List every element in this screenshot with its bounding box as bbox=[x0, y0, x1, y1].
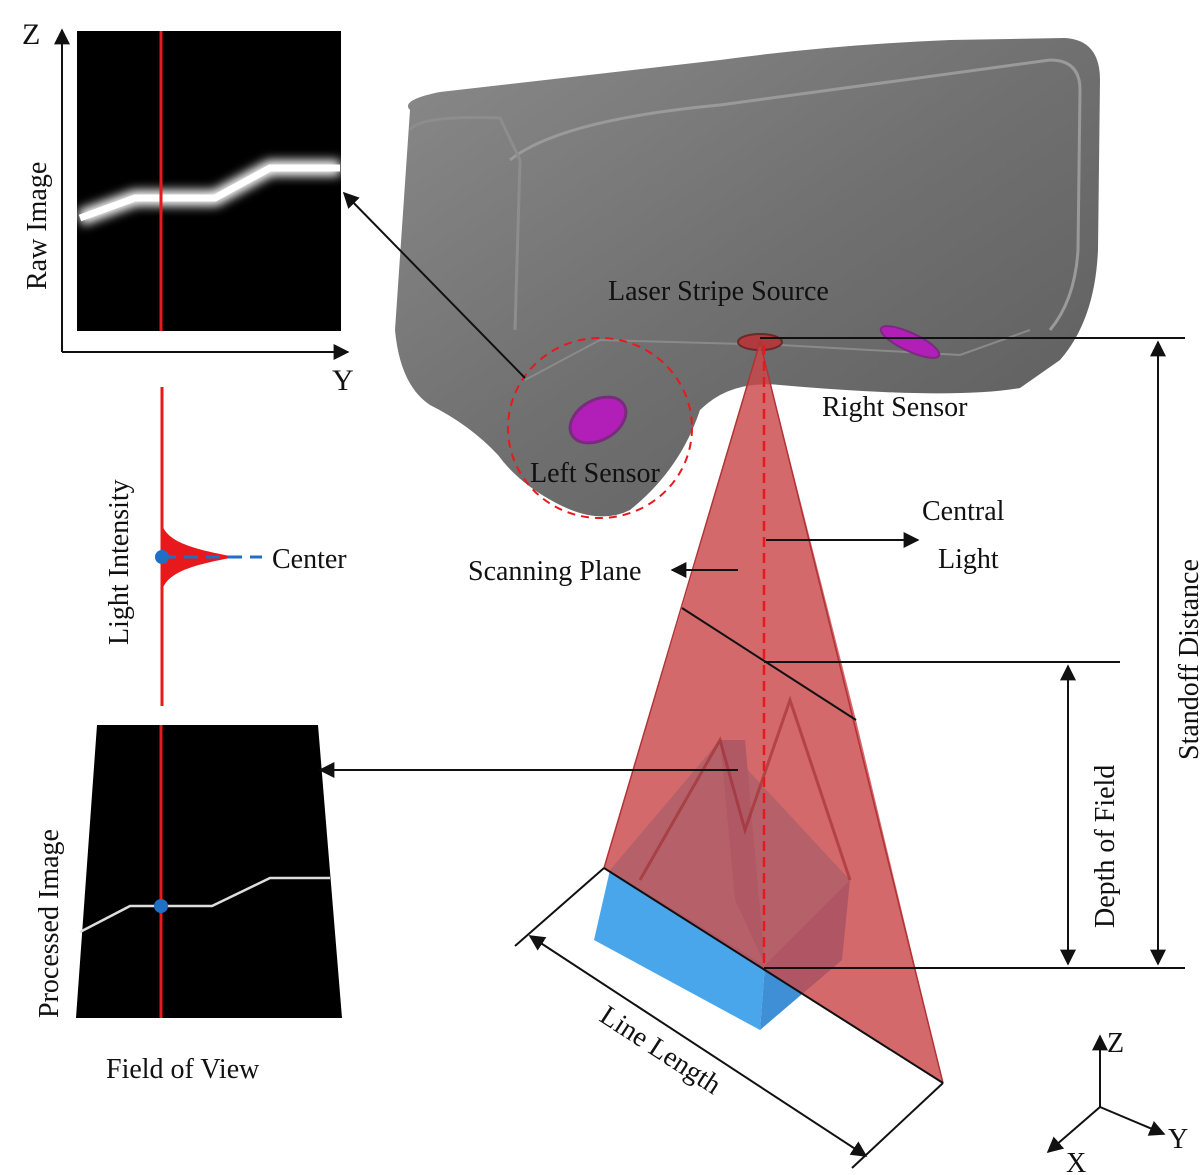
raw-image bbox=[77, 31, 341, 331]
scanning-plane-label: Scanning Plane bbox=[468, 556, 641, 587]
processed-image-label: Processed Image bbox=[34, 829, 65, 1018]
raw-z-axis-label: Z bbox=[22, 18, 40, 51]
laser-fan bbox=[604, 342, 943, 1083]
coord-x-label: X bbox=[1066, 1148, 1086, 1175]
scanner-body bbox=[395, 38, 1100, 519]
central-label: Central bbox=[922, 496, 1005, 527]
light-intensity-label: Light Intensity bbox=[104, 479, 135, 645]
left-sensor-highlight-circle bbox=[507, 337, 693, 519]
right-sensor-label: Right Sensor bbox=[822, 392, 968, 423]
center-label: Center bbox=[272, 544, 347, 575]
processed-center-dot bbox=[154, 899, 168, 913]
field-of-view-label: Field of View bbox=[106, 1054, 260, 1085]
raw-laser-stripe-core bbox=[78, 164, 340, 222]
right-sensor bbox=[879, 325, 941, 359]
light-intensity-plot: Center Light Intensity bbox=[104, 387, 347, 706]
laser-stripe-source-label: Laser Stripe Source bbox=[608, 276, 829, 307]
laser-fan-left-edge bbox=[603, 341, 761, 869]
coord-z-label: Z bbox=[1107, 1028, 1124, 1059]
left-sensor bbox=[568, 395, 628, 445]
depth-of-field-label: Depth of Field bbox=[1090, 765, 1121, 928]
center-dot bbox=[155, 550, 169, 564]
scanner-side-edge bbox=[408, 116, 522, 331]
standoff-distance-label: Standoff Distance bbox=[1174, 559, 1200, 760]
coord-y-axis bbox=[1099, 1106, 1166, 1136]
depth-top-line bbox=[681, 607, 857, 721]
coord-y-label: Y bbox=[1168, 1124, 1188, 1155]
raw-y-axis-label: Y bbox=[332, 364, 354, 397]
processed-profile-line bbox=[79, 876, 330, 934]
processed-image-panel: Processed Image Field of View bbox=[34, 725, 342, 1085]
laser-profile-on-object bbox=[638, 695, 852, 881]
line-length-arrow bbox=[528, 935, 868, 1157]
coord-x-axis bbox=[1046, 1106, 1101, 1154]
scanner-housing bbox=[395, 38, 1100, 517]
processed-image bbox=[76, 725, 342, 1018]
raw-image-panel: Z Y Raw Image bbox=[22, 18, 354, 397]
left-sensor-label: Left Sensor bbox=[530, 458, 661, 489]
laser-fan-right-edge bbox=[759, 341, 944, 1084]
intensity-profile bbox=[162, 525, 236, 590]
light-label: Light bbox=[938, 544, 999, 575]
scanner-edge-highlight bbox=[509, 58, 1082, 331]
raw-image-callout-arrow bbox=[342, 191, 526, 379]
line-length-left-extension bbox=[514, 867, 605, 947]
line-length-label: Line Length bbox=[594, 1000, 726, 1101]
coordinate-system: Z Y X bbox=[1046, 1028, 1188, 1175]
raw-image-label: Raw Image bbox=[22, 162, 53, 290]
